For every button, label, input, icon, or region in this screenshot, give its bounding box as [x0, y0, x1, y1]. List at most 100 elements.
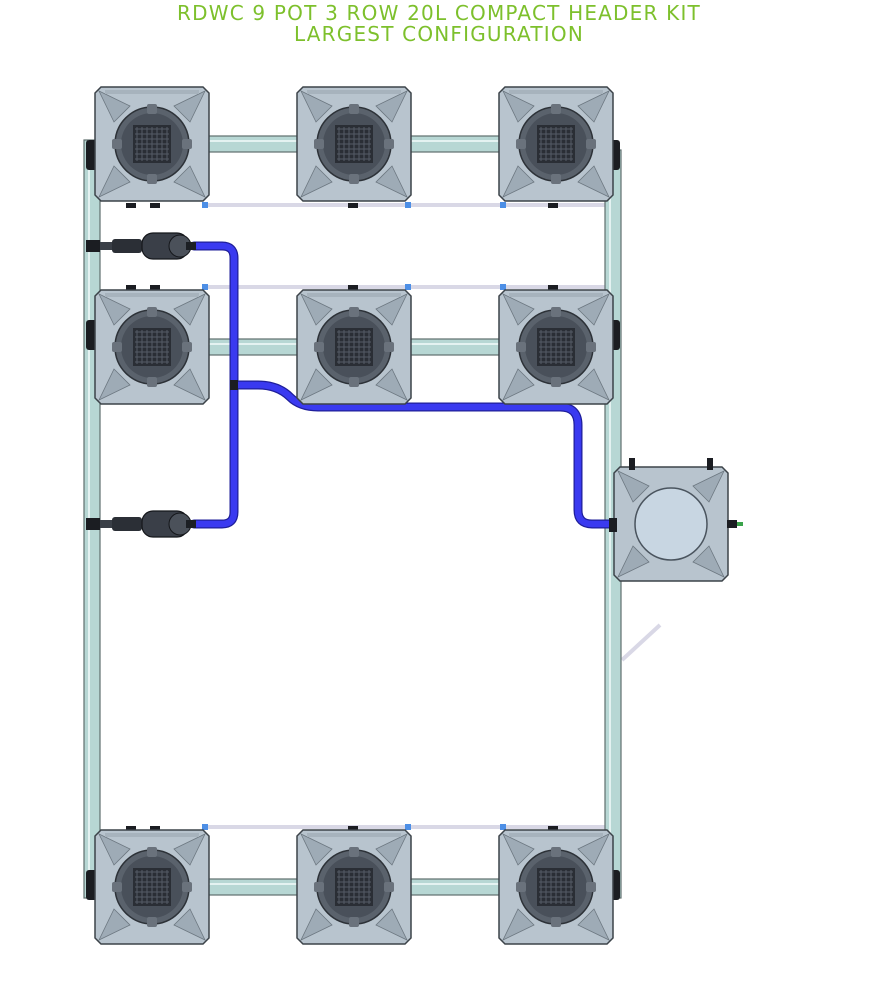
controller-bucket-group — [609, 458, 743, 582]
lid-tab — [182, 342, 192, 352]
pot-facet — [173, 368, 206, 401]
controller-inlet — [609, 518, 617, 532]
lid-tab — [147, 847, 157, 857]
pot-4 — [94, 289, 210, 405]
pot-facet — [502, 368, 535, 401]
pot-facet — [300, 368, 333, 401]
title-line-1: RDWC 9 POT 3 ROW 20L COMPACT HEADER KIT — [177, 1, 701, 25]
pot-facet — [502, 908, 535, 941]
pot-facet — [98, 368, 131, 401]
lid-tab — [384, 342, 394, 352]
lid-tab — [314, 342, 324, 352]
pot-clip-10 — [150, 826, 160, 831]
lid-tab — [586, 139, 596, 149]
header-pipe-r2-b — [407, 338, 504, 356]
pot-6 — [498, 289, 614, 405]
pot-facet — [577, 90, 610, 123]
pot-facet — [502, 165, 535, 198]
controller-outlet-tip — [737, 522, 743, 526]
pot-facet — [300, 908, 333, 941]
pump-lower — [86, 510, 196, 538]
pot-facet — [98, 908, 131, 941]
header-pipe-r3-a — [204, 878, 301, 896]
pot-facet — [98, 90, 131, 123]
drain-line-4 — [620, 623, 662, 662]
lid-tab — [112, 882, 122, 892]
drain-connector-6 — [500, 284, 506, 290]
pot-clip-12 — [548, 826, 558, 831]
pot-facet — [502, 833, 535, 866]
pot-facet — [300, 293, 333, 326]
pot-8 — [296, 829, 412, 945]
pot-1 — [94, 86, 210, 202]
pot-clip-6 — [150, 285, 160, 290]
header-pipe-r1-a — [204, 135, 301, 153]
lid-tab — [516, 139, 526, 149]
pot-clip-2 — [150, 203, 160, 208]
pot-clip-1 — [126, 203, 136, 208]
lid-tab — [147, 307, 157, 317]
controller-facet — [692, 470, 725, 503]
drain-connector-3 — [500, 202, 506, 208]
lid-tab — [586, 342, 596, 352]
drain-connector-2 — [405, 202, 411, 208]
control-bucket — [609, 458, 743, 582]
lid-tab — [551, 307, 561, 317]
lid-tab — [516, 342, 526, 352]
pot-facet — [375, 293, 408, 326]
lid-tab — [349, 917, 359, 927]
lid-tab — [349, 174, 359, 184]
lid-tab — [112, 139, 122, 149]
pump-inlet-fitting — [86, 518, 100, 530]
pot-facet — [577, 293, 610, 326]
pot-facet — [375, 368, 408, 401]
pump-inline-connector — [112, 517, 142, 531]
lid-tab — [314, 139, 324, 149]
pump-outlet — [186, 520, 196, 528]
controller-lid — [634, 487, 708, 561]
lid-tab — [384, 882, 394, 892]
lid-tab — [384, 139, 394, 149]
lid-tab — [551, 917, 561, 927]
pot-facet — [375, 833, 408, 866]
pump-hose-barb — [100, 520, 112, 528]
pipe-fittings — [86, 140, 620, 900]
pot-3 — [498, 86, 614, 202]
tube-tee-fitting — [230, 380, 238, 390]
pot-grid — [94, 86, 614, 945]
lid-tab — [182, 882, 192, 892]
lid-tab — [551, 104, 561, 114]
pot-9 — [498, 829, 614, 945]
lid-tab — [516, 882, 526, 892]
lid-tab — [349, 847, 359, 857]
header-pipe-r2-a — [204, 338, 301, 356]
drain-connector-7 — [202, 824, 208, 830]
pot-facet — [98, 165, 131, 198]
pot-clip-8 — [548, 285, 558, 290]
controller-post-left — [629, 458, 635, 470]
pot-clip-3 — [348, 203, 358, 208]
lid-tab — [586, 882, 596, 892]
controller-facet — [692, 545, 725, 578]
lid-tab — [551, 174, 561, 184]
controller-facet — [617, 470, 650, 503]
lid-tab — [147, 104, 157, 114]
drain-connector-5 — [405, 284, 411, 290]
header-pipe-r1-b — [407, 135, 504, 153]
pump-upper — [86, 232, 196, 260]
pot-facet — [300, 833, 333, 866]
pot-facet — [173, 90, 206, 123]
controller-post-right — [707, 458, 713, 470]
header-pipe-r3-b — [407, 878, 504, 896]
pot-facet — [502, 90, 535, 123]
drain-connector-4 — [202, 284, 208, 290]
pot-facet — [375, 90, 408, 123]
pump-inline-connector — [112, 239, 142, 253]
pot-facet — [375, 908, 408, 941]
lid-tab — [147, 174, 157, 184]
pot-facet — [577, 908, 610, 941]
drain-connector-8 — [405, 824, 411, 830]
pump-outlet — [186, 242, 196, 250]
lid-tab — [112, 342, 122, 352]
